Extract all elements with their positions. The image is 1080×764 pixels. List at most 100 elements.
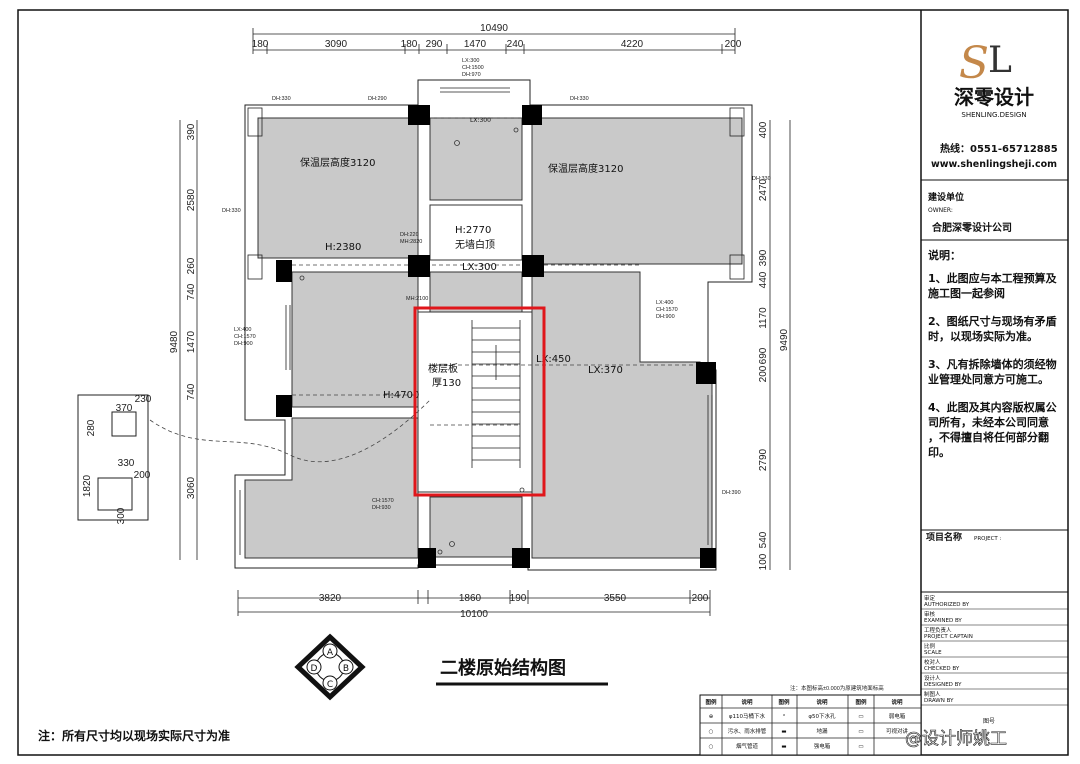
legend-symbol: ▭ bbox=[858, 729, 863, 735]
note-item: 2、图纸尺寸与现场有矛盾时，以现场实际为准。 bbox=[928, 314, 1057, 343]
room-top-right bbox=[531, 117, 743, 265]
right-dimensions: 400 2470 390 440 1170 690 200 2790 540 1… bbox=[758, 120, 791, 570]
role-en: DRAWN BY bbox=[924, 698, 954, 704]
dim-left-4: 1470 bbox=[186, 330, 197, 353]
legend-desc: 可视对讲 bbox=[886, 727, 909, 735]
legend-header: 说明 bbox=[741, 698, 753, 706]
inset-detail: 370 230 280 330 200 1820 300 bbox=[77, 394, 152, 524]
dim-top-total: 10490 bbox=[480, 23, 508, 34]
dim-right-7: 2790 bbox=[758, 448, 769, 471]
drawing-title: 二楼原始结构图 bbox=[440, 657, 566, 679]
label-mh2: MH:2100 bbox=[406, 296, 428, 302]
legend-symbol: ○ bbox=[709, 744, 714, 750]
client-name: 合肥深零设计公司 bbox=[931, 221, 1012, 234]
compass-c: C bbox=[327, 680, 333, 690]
label-dh330b: DH:330 bbox=[570, 96, 589, 102]
label-lx370: LX:370 bbox=[588, 365, 623, 376]
legend-desc: φ50下水孔 bbox=[808, 712, 836, 720]
building-walls bbox=[149, 79, 753, 571]
room-bottom-center bbox=[429, 496, 523, 558]
label-dh330c: DH:330 bbox=[222, 208, 241, 214]
svg-text:S: S bbox=[959, 38, 989, 89]
legend-desc: 强电箱 bbox=[814, 742, 831, 750]
role-cn: 制图人 bbox=[924, 690, 941, 698]
dim-top-2: 180 bbox=[401, 39, 418, 50]
inset-dim-3: 330 bbox=[118, 458, 135, 469]
dim-bottom-0: 3820 bbox=[319, 593, 342, 604]
dim-bottom-3: 3550 bbox=[604, 593, 627, 604]
dim-left-1: 2580 bbox=[186, 188, 197, 211]
dim-left-2: 260 bbox=[186, 257, 197, 274]
label-ceiling: 无墙白顶 bbox=[455, 238, 495, 251]
hotline: 热线：0551-65712885 bbox=[940, 142, 1058, 155]
note-item: 3、凡有拆除墙体的须经物业管理处同意方可施工。 bbox=[928, 357, 1057, 386]
legend-symbol: ° bbox=[783, 714, 786, 720]
client-label: 建设单位 bbox=[928, 191, 964, 203]
note-item: 4、此图及其内容版权属公司所有，未经本公司同意，不得擅自将任何部分翻印。 bbox=[928, 400, 1057, 459]
dim-left-5: 740 bbox=[186, 383, 197, 400]
watermark: @设计师姚工 bbox=[905, 729, 1007, 749]
compass-d: D bbox=[311, 664, 318, 674]
bottom-dimensions: 3820 1860 190 3550 200 10100 bbox=[237, 590, 711, 620]
room-left-bottom bbox=[244, 417, 419, 559]
label-left-lx: LX:400 bbox=[234, 327, 251, 333]
bottom-note: 注：所有尺寸均以现场实际尺寸为准 bbox=[38, 728, 230, 743]
legend-table: 图例说明图例说明图例说明⊕φ110马桶下水°φ50下水孔▭弱电箱○污水、雨水排管… bbox=[699, 694, 922, 756]
dim-right-9: 100 bbox=[758, 553, 769, 570]
label-dh290: DH:290 bbox=[368, 96, 387, 102]
dim-bottom-2: 190 bbox=[510, 593, 527, 604]
stairwell bbox=[417, 311, 534, 493]
role-cn: 工程负责人 bbox=[924, 626, 952, 634]
dim-bottom-1: 1860 bbox=[459, 593, 482, 604]
room-labels: 保温层高度3120 保温层高度3120 H:2770 无墙白顶 H:2380 L… bbox=[300, 117, 623, 401]
dim-top-1: 3090 bbox=[325, 39, 348, 50]
label-left-top: 保温层高度3120 bbox=[300, 156, 375, 169]
legend-header: 图例 bbox=[705, 698, 717, 706]
room-ceiling-white bbox=[429, 204, 523, 261]
label-bot-ch: CH:1570 bbox=[372, 498, 394, 504]
label-mh: MH:2820 bbox=[400, 239, 422, 245]
notes-list: 1、此图应与本工程预算及施工图一起参阅 2、图纸尺寸与现场有矛盾时，以现场实际为准… bbox=[928, 271, 1058, 459]
role-cn: 审定 bbox=[924, 594, 936, 602]
legend-symbol: ▭ bbox=[858, 744, 863, 750]
legend-desc: 烟气管道 bbox=[736, 742, 759, 750]
role-cn: 比例 bbox=[924, 642, 936, 650]
label-right-dh: DH:900 bbox=[656, 314, 675, 320]
project-label-en: PROJECT : bbox=[974, 536, 1002, 542]
role-en: EXAMINED BY bbox=[924, 618, 962, 624]
dim-right-4: 1170 bbox=[758, 307, 769, 329]
dim-left-6: 3060 bbox=[186, 476, 197, 499]
client-label-en: OWNER: bbox=[928, 207, 953, 214]
inset-dim-4: 200 bbox=[134, 470, 151, 481]
label-dh330d: DH:330 bbox=[752, 176, 771, 182]
label-lx450: LX:450 bbox=[536, 354, 571, 365]
legend-desc: φ110马桶下水 bbox=[729, 712, 766, 720]
label-top-lx: LX:300 bbox=[462, 58, 479, 64]
dim-left-0: 390 bbox=[186, 123, 197, 140]
note-item: 1、此图应与本工程预算及施工图一起参阅 bbox=[928, 271, 1058, 300]
role-cn: 校对人 bbox=[924, 658, 941, 666]
legend-symbol: ○ bbox=[709, 729, 714, 735]
inset-dim-5: 1820 bbox=[82, 474, 93, 497]
label-right-lx: LX:400 bbox=[656, 300, 673, 306]
legend-header: 图例 bbox=[778, 698, 790, 706]
role-en: SCALE bbox=[924, 650, 942, 656]
label-dh220: DH:220 bbox=[400, 232, 419, 238]
label-slab-thick: 厚130 bbox=[432, 377, 461, 389]
room-top-left bbox=[257, 117, 419, 259]
label-h2380: H:2380 bbox=[325, 242, 361, 253]
compass-b: B bbox=[343, 664, 349, 674]
dim-top-5: 240 bbox=[507, 39, 524, 50]
inset-dim-1: 230 bbox=[135, 394, 152, 405]
brand-name-en: SHENLING.DESIGN bbox=[961, 111, 1026, 119]
role-cn: 审核 bbox=[924, 610, 936, 618]
legend-header: 说明 bbox=[891, 698, 903, 706]
role-cn: 设计人 bbox=[924, 674, 941, 682]
label-dh330a: DH:330 bbox=[272, 96, 291, 102]
dim-right-6: 200 bbox=[758, 365, 769, 382]
label-left-ch: CH:1570 bbox=[234, 334, 256, 340]
role-en: AUTHORIZED BY bbox=[924, 602, 970, 608]
sheet-border bbox=[17, 9, 1069, 756]
